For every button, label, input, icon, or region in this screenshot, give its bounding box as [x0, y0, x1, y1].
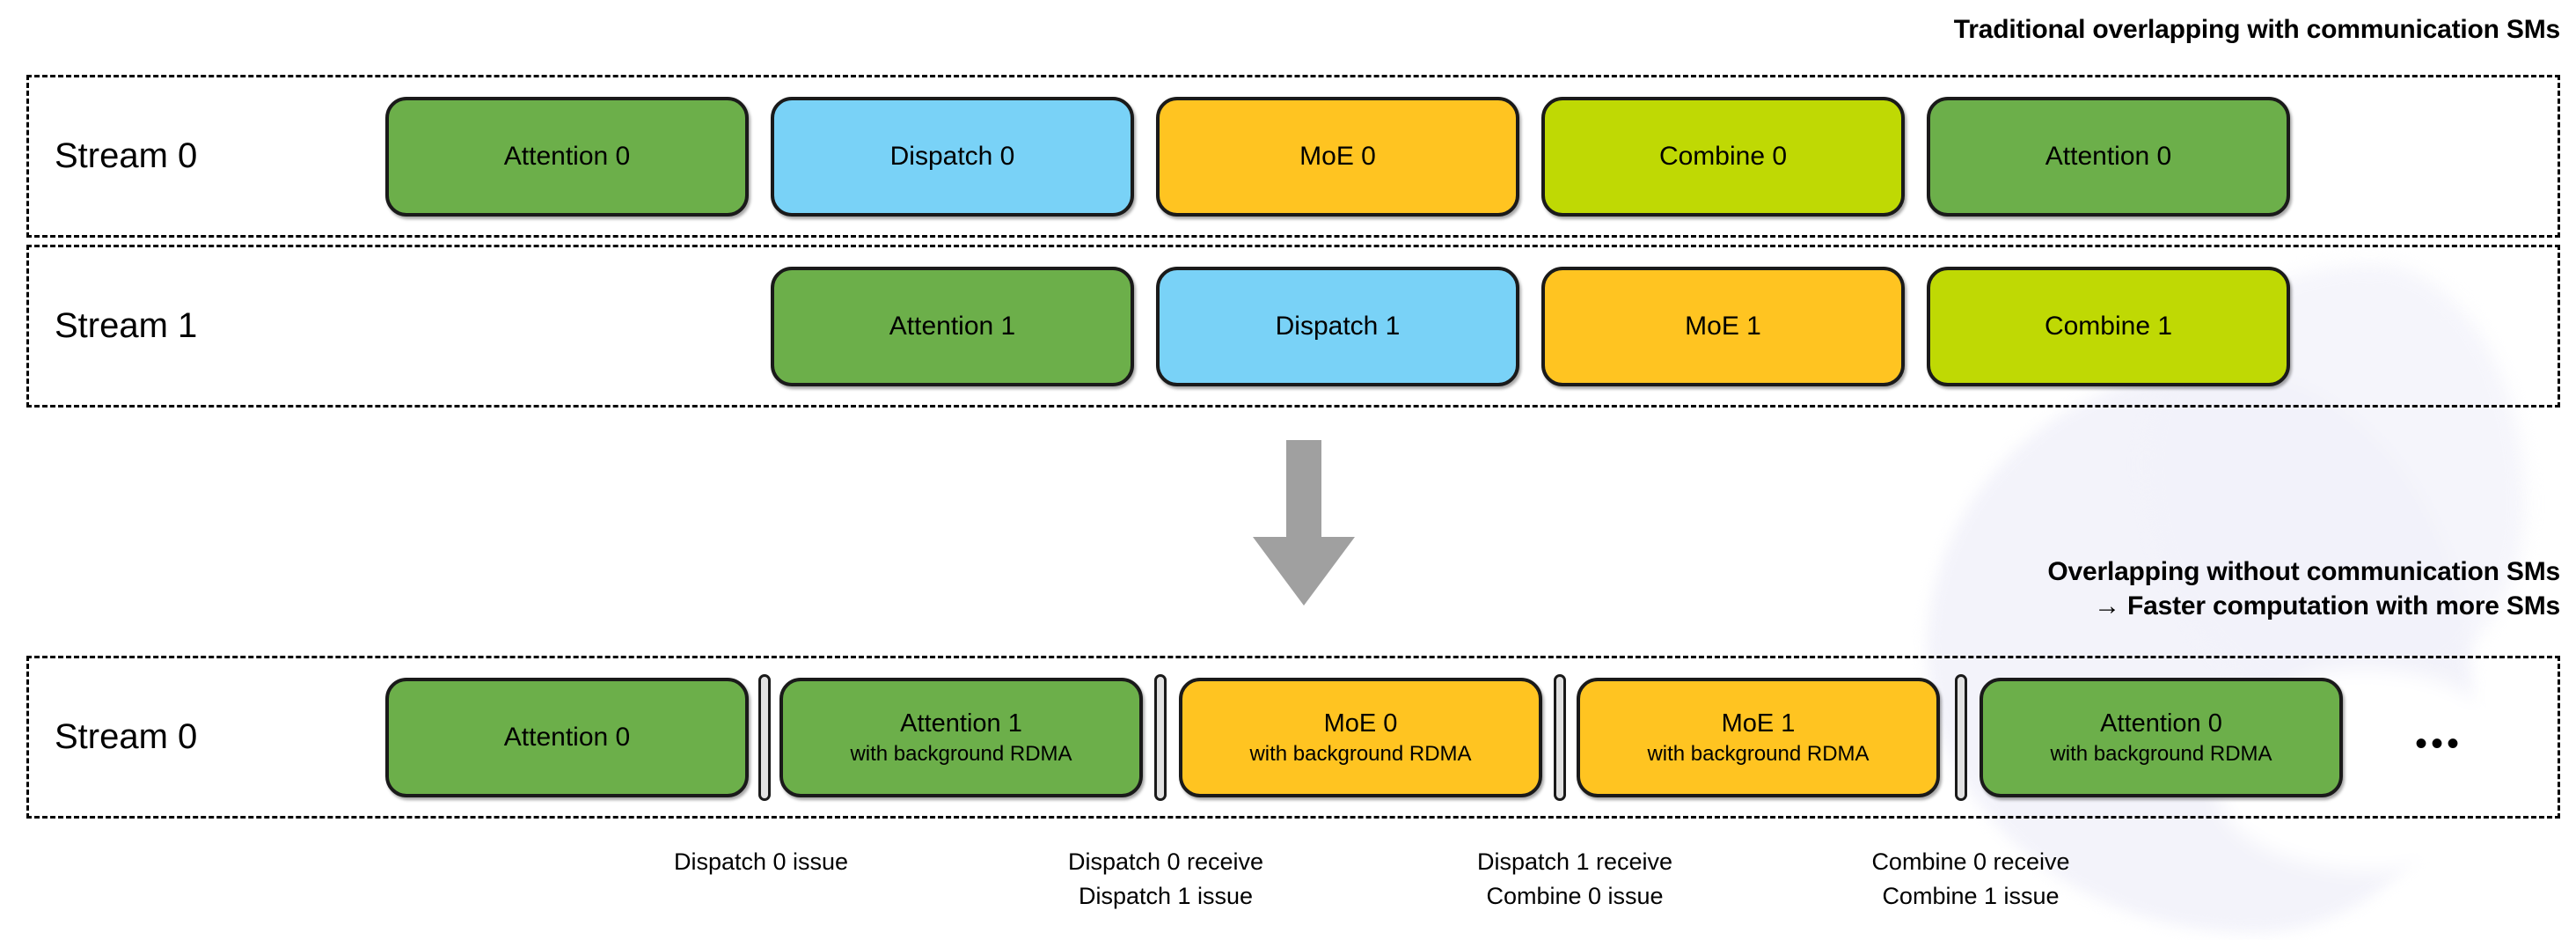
bottom-stream-block-0: Attention 0	[385, 678, 749, 797]
stream-1-block-1-3: Combine 1	[1927, 267, 2290, 386]
block-title: Dispatch 1	[1275, 311, 1401, 341]
stream-separator-1	[1154, 674, 1167, 801]
block-title: Attention 0	[2045, 141, 2172, 171]
block-subtitle: with background RDMA	[2050, 741, 2272, 766]
stream-0-block-0-1: Dispatch 0	[771, 97, 1134, 217]
stream-1-label-top: Stream 1	[55, 306, 198, 345]
stream-separator-0	[758, 674, 771, 801]
block-title: Dispatch 0	[889, 141, 1015, 171]
bottom-section-caption: Overlapping without communication SMs → …	[2047, 557, 2560, 621]
block-subtitle: with background RDMA	[1249, 741, 1472, 766]
stream-separator-2	[1554, 674, 1566, 801]
block-title: Attention 0	[503, 141, 631, 171]
stream-0-container-bottom	[26, 656, 2560, 819]
bottom-stream-block-3: MoE 1 with background RDMA	[1577, 678, 1940, 797]
stream-0-block-0-0: Attention 0	[385, 97, 749, 217]
continuation-ellipsis: •••	[2415, 724, 2463, 763]
stream-0-block-0-2: MoE 0	[1156, 97, 1519, 217]
block-subtitle: with background RDMA	[850, 741, 1072, 766]
block-subtitle: with background RDMA	[1647, 741, 1870, 766]
down-arrow-icon	[1253, 440, 1355, 606]
timeline-note-1: Dispatch 0 receive Dispatch 1 issue	[1067, 848, 1264, 910]
stream-0-block-0-4: Attention 0	[1927, 97, 2290, 217]
block-title: MoE 1	[1721, 709, 1796, 738]
block-title: MoE 0	[1323, 709, 1398, 738]
block-title: MoE 1	[1685, 311, 1761, 341]
block-title: Attention 1	[900, 709, 1022, 738]
bottom-stream-block-4: Attention 0 with background RDMA	[1980, 678, 2343, 797]
block-title: Attention 0	[2100, 709, 2222, 738]
stream-0-label-bottom: Stream 0	[55, 717, 198, 756]
stream-separator-3	[1955, 674, 1967, 801]
stream-0-container-top	[26, 75, 2560, 238]
block-title: Attention 1	[889, 311, 1016, 341]
top-section-caption: Traditional overlapping with communicati…	[1953, 15, 2560, 44]
block-title: MoE 0	[1299, 141, 1376, 171]
bottom-stream-block-2: MoE 0 with background RDMA	[1179, 678, 1542, 797]
block-title: Attention 0	[503, 722, 631, 752]
timeline-note-3: Combine 0 receive Combine 1 issue	[1871, 848, 2070, 910]
stream-0-label-top: Stream 0	[55, 136, 198, 175]
stream-1-container-top	[26, 245, 2560, 408]
timeline-note-2: Dispatch 1 receive Combine 0 issue	[1476, 848, 1673, 910]
block-title: Combine 1	[2044, 311, 2173, 341]
bottom-stream-block-1: Attention 1 with background RDMA	[779, 678, 1143, 797]
block-title: Combine 0	[1658, 141, 1788, 171]
stream-1-block-1-0: Attention 1	[771, 267, 1134, 386]
stream-0-block-0-3: Combine 0	[1541, 97, 1905, 217]
stream-1-block-1-2: MoE 1	[1541, 267, 1905, 386]
timeline-note-0: Dispatch 0 issue	[673, 848, 849, 875]
stream-1-block-1-1: Dispatch 1	[1156, 267, 1519, 386]
